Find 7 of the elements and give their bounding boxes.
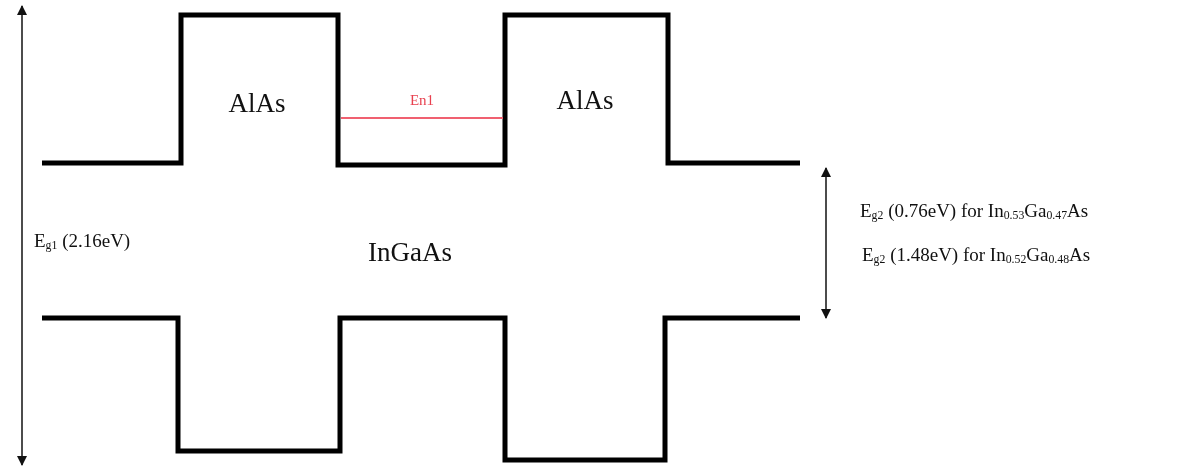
energy-level-label: En1 <box>409 92 435 108</box>
bandgap-label: E$_{g2}$ (0.76eV) for In$_{0.53}$Ga$_{0.47}$As <box>860 200 1089 222</box>
bandgap-label: E$_{g1}$ (2.16eV) <box>34 230 131 252</box>
bandgap-label: E$_{g2}$ (1.48eV) for In$_{0.52}$Ga$_{0.48}$As <box>862 244 1091 266</box>
layer-label: AlAs <box>556 86 614 114</box>
layer-label: InGaAs <box>368 238 452 266</box>
layer-label: AlAs <box>228 89 286 117</box>
